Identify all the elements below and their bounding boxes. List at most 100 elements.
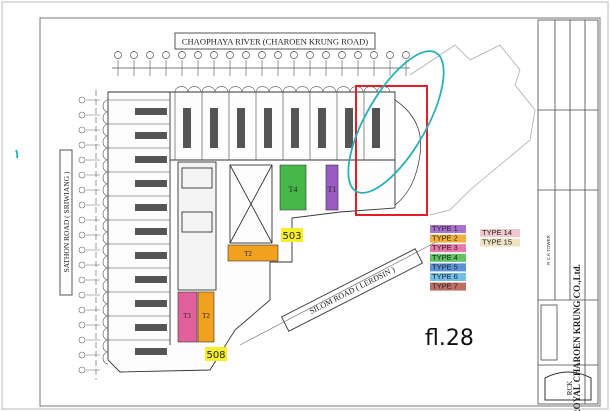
sheet-border — [39, 17, 601, 407]
legend-swatch — [430, 234, 466, 243]
legend-label: TYPE 2 — [432, 234, 458, 243]
bathroom-block — [210, 108, 218, 148]
legend-swatch — [430, 273, 466, 281]
legend-label: TYPE 15 — [482, 238, 512, 247]
unit-t2-center — [227, 244, 279, 262]
bathroom-block — [345, 108, 353, 148]
balcony-curve — [228, 86, 256, 93]
bathroom-block — [291, 108, 299, 148]
balcony-curve — [102, 243, 109, 269]
grid-bubble — [322, 51, 330, 59]
bathroom-block — [135, 156, 167, 163]
legend-label: TYPE 6 — [432, 272, 458, 281]
grid-bubble — [78, 201, 86, 209]
legend-swatch — [480, 238, 520, 247]
unit-t2-lower — [197, 291, 215, 343]
grid-bubble — [354, 51, 362, 59]
bathroom-block — [135, 204, 167, 211]
balcony-curve — [102, 195, 109, 221]
legend-label: TYPE 7 — [432, 282, 458, 291]
grid-bubble — [78, 216, 86, 224]
grid-bubble — [402, 51, 410, 59]
grid-bubble — [78, 186, 86, 194]
unit-label-t4: T4 — [289, 185, 298, 194]
grid-bubble — [78, 276, 86, 284]
balcony-curve — [102, 171, 109, 197]
balcony-curve — [309, 86, 337, 93]
balcony-curve — [102, 339, 109, 365]
grid-bubble — [78, 171, 86, 179]
grid-bubble — [78, 111, 86, 119]
bathroom-block — [135, 348, 167, 355]
logo-text: RCK — [566, 381, 574, 395]
grid-bubble — [78, 321, 86, 329]
bathroom-block — [237, 108, 245, 148]
unit-label-t1: T1 — [328, 185, 337, 194]
grid-bubble — [78, 261, 86, 269]
grid-bubble — [146, 51, 154, 59]
grid-bubble — [130, 51, 138, 59]
left-road-label: SATHON ROAD ( SRIWIANG ) — [62, 171, 71, 272]
river-label: CHAOPHAYA RIVER (CHAROEN KRUNG ROAD) — [182, 37, 368, 47]
bathroom-block — [135, 180, 167, 187]
company-logo: RCK — [544, 371, 592, 401]
balcony-curve — [255, 86, 283, 93]
grid-bubble — [78, 126, 86, 134]
legend-swatch — [430, 225, 466, 233]
legend-swatch — [430, 263, 466, 272]
balcony-curve — [102, 219, 109, 245]
grid-axis-top — [112, 51, 410, 76]
grid-bubble — [78, 336, 86, 344]
legend-swatch — [430, 282, 466, 291]
grid-bubble — [162, 51, 170, 59]
balcony-curve — [201, 86, 229, 93]
apartment-units — [102, 86, 422, 365]
floor-note: fl.28 — [425, 326, 474, 351]
unit-label-t3: T3 — [183, 312, 191, 320]
circled-area-mark — [347, 50, 445, 194]
company-name: ROYAL CHAROEN KRUNG CO.,Ltd. — [572, 264, 582, 411]
bathroom-block — [372, 108, 380, 148]
legend-label: TYPE 4 — [432, 253, 458, 262]
colored-units — [177, 164, 339, 343]
grid-bubble — [370, 51, 378, 59]
bathroom-block — [318, 108, 326, 148]
grid-axis-left — [78, 90, 100, 380]
legend-label: TYPE 14 — [482, 228, 512, 237]
grid-bubble — [306, 51, 314, 59]
grid-bubble — [290, 51, 298, 59]
grid-bubble — [78, 246, 86, 254]
bathroom-block — [183, 108, 191, 148]
legend-swatch — [480, 229, 520, 237]
balcony-curve — [336, 86, 364, 93]
grid-bubble — [242, 51, 250, 59]
unit-t1 — [325, 164, 339, 211]
grid-bubble — [210, 51, 218, 59]
grid-bubble — [338, 51, 346, 59]
road-edge-line — [239, 239, 441, 346]
adjacent-building-outline — [409, 44, 536, 216]
balcony-curve — [102, 315, 109, 341]
legend-swatch — [430, 253, 466, 262]
unit-label-t2-center: T2 — [244, 250, 252, 258]
balcony-curve — [102, 267, 109, 293]
grid-bubble — [78, 156, 86, 164]
bathroom-block — [264, 108, 272, 148]
grid-bubble — [194, 51, 202, 59]
balcony-curve — [102, 99, 109, 125]
grid-bubble — [386, 51, 394, 59]
grid-bubble — [78, 96, 86, 104]
marker-508-highlight — [205, 347, 227, 361]
bathroom-block — [135, 132, 167, 139]
bathroom-block — [135, 276, 167, 283]
grid-bubble — [78, 366, 86, 374]
grid-bubble — [78, 306, 86, 314]
balcony-curve — [102, 147, 109, 173]
bathroom-block — [135, 300, 167, 307]
unit-label-t2-lower: T2 — [202, 312, 210, 320]
grid-bubble — [78, 291, 86, 299]
balcony-curve — [363, 86, 391, 93]
bathroom-block — [135, 108, 167, 115]
pen-mark — [15, 149, 19, 159]
